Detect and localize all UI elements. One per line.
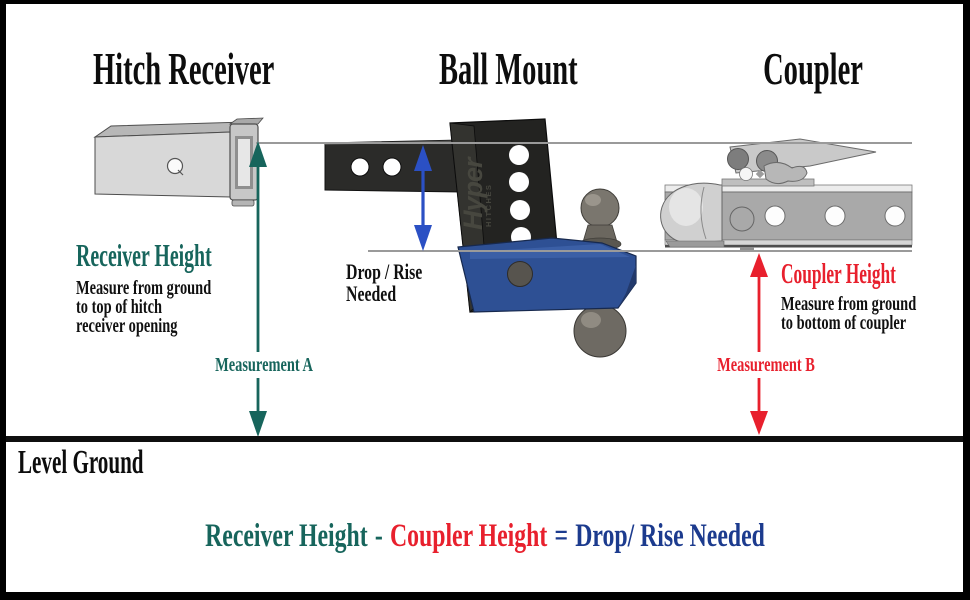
formula-receiver-height: Receiver Height <box>205 518 368 554</box>
level-ground-label: Level Ground <box>18 444 144 481</box>
header-ball-mount: Ball Mount <box>439 43 578 94</box>
hitch-receiver-illustration <box>93 117 264 207</box>
drop-rise-label: Drop / Rise Needed <box>346 261 422 305</box>
formula-minus: - <box>374 518 383 554</box>
receiver-desc-line: to top of hitch <box>76 296 163 318</box>
measurement-a-label: Measurement A <box>180 352 348 378</box>
drop-rise-line1: Drop / Rise <box>346 259 423 284</box>
receiver-tube <box>93 117 264 207</box>
coupler-bottom-tab <box>740 247 754 252</box>
drop-rise-line2: Needed <box>346 281 397 306</box>
formula: Receiver Height-Coupler Height=Drop/ Ris… <box>136 520 834 553</box>
measurement-b-label: Measurement B <box>682 352 850 378</box>
drop-rise-arrow-icon <box>414 145 432 251</box>
brand-logo-subtext: HITCHES <box>484 184 493 227</box>
measurement-b-arrow-icon <box>750 253 768 435</box>
receiver-desc-line: receiver opening <box>76 315 178 337</box>
header-coupler: Coupler <box>763 43 863 94</box>
ball-socket <box>660 182 725 248</box>
formula-coupler-height: Coupler Height <box>389 518 548 554</box>
receiver-height-desc: Measure from ground to top of hitch rece… <box>76 277 212 337</box>
header-hitch-receiver: Hitch Receiver <box>93 43 275 94</box>
receiver-height-title: Receiver Height <box>76 237 212 273</box>
coupler-latch <box>721 138 877 187</box>
ball-mount-illustration: Hyper HITCHES <box>324 118 637 358</box>
coupler-height-desc: Measure from ground to bottom of coupler <box>781 293 917 334</box>
reference-line-coupler-bottom <box>368 250 912 252</box>
coupler-illustration <box>660 138 913 252</box>
shank <box>324 139 463 193</box>
receiver-desc-line: Measure from ground <box>76 277 212 299</box>
hitch-pin <box>507 261 533 287</box>
reference-line-receiver-top <box>256 142 912 144</box>
formula-equals: = <box>554 518 569 554</box>
coupler-height-title: Coupler Height <box>781 259 896 290</box>
brand-logo-text: Hyper <box>458 156 488 230</box>
measurement-a-arrow-icon <box>249 141 267 437</box>
level-ground-line <box>4 436 964 442</box>
coupler-desc-line: Measure from ground <box>781 293 917 315</box>
formula-result: Drop/ Rise Needed <box>575 518 765 554</box>
coupler-desc-line: to bottom of coupler <box>781 312 907 334</box>
pin-hole-icon <box>166 157 184 175</box>
